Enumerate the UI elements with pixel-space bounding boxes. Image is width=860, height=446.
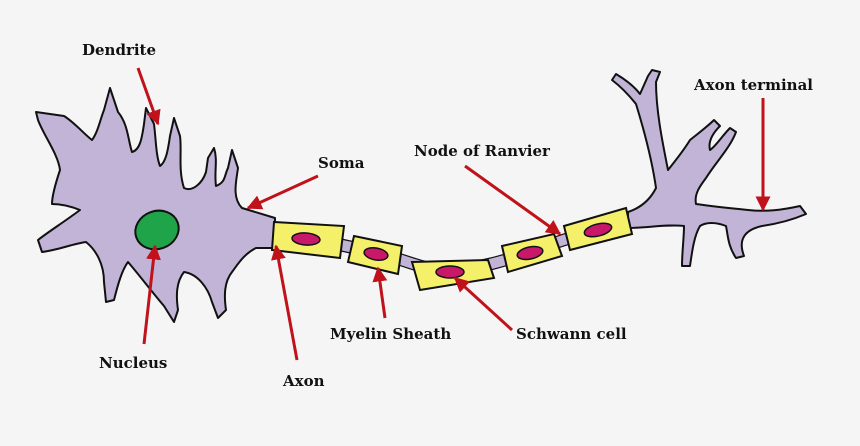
cell-body — [35, 87, 276, 323]
label-axon-terminal: Axon terminal — [693, 76, 813, 94]
arrow-myelin-sheath — [372, 266, 388, 319]
arrow-node-of-ranvier — [464, 164, 562, 236]
arrow-soma — [246, 174, 319, 210]
label-myelin-sheath: Myelin Sheath — [330, 325, 451, 343]
label-nucleus: Nucleus — [99, 354, 167, 372]
myelin-segment-5 — [562, 206, 634, 252]
nucleus-shape — [134, 209, 180, 251]
label-axon: Axon — [282, 372, 325, 390]
label-soma: Soma — [318, 154, 365, 172]
label-dendrite: Dendrite — [82, 41, 156, 59]
myelin-segment-1 — [270, 220, 346, 260]
axon-terminal-shape — [611, 69, 807, 267]
myelin-segment-3 — [410, 258, 496, 292]
label-schwann-cell: Schwann cell — [516, 325, 627, 343]
arrow-schwann-cell — [453, 276, 514, 332]
myelin-segment-2 — [346, 234, 404, 276]
arrow-dendrite — [136, 67, 161, 126]
myelin-segment-4 — [500, 232, 564, 274]
arrow-axon — [271, 244, 299, 361]
label-node-of-ranvier: Node of Ranvier — [414, 142, 551, 160]
arrow-nucleus — [142, 244, 161, 345]
